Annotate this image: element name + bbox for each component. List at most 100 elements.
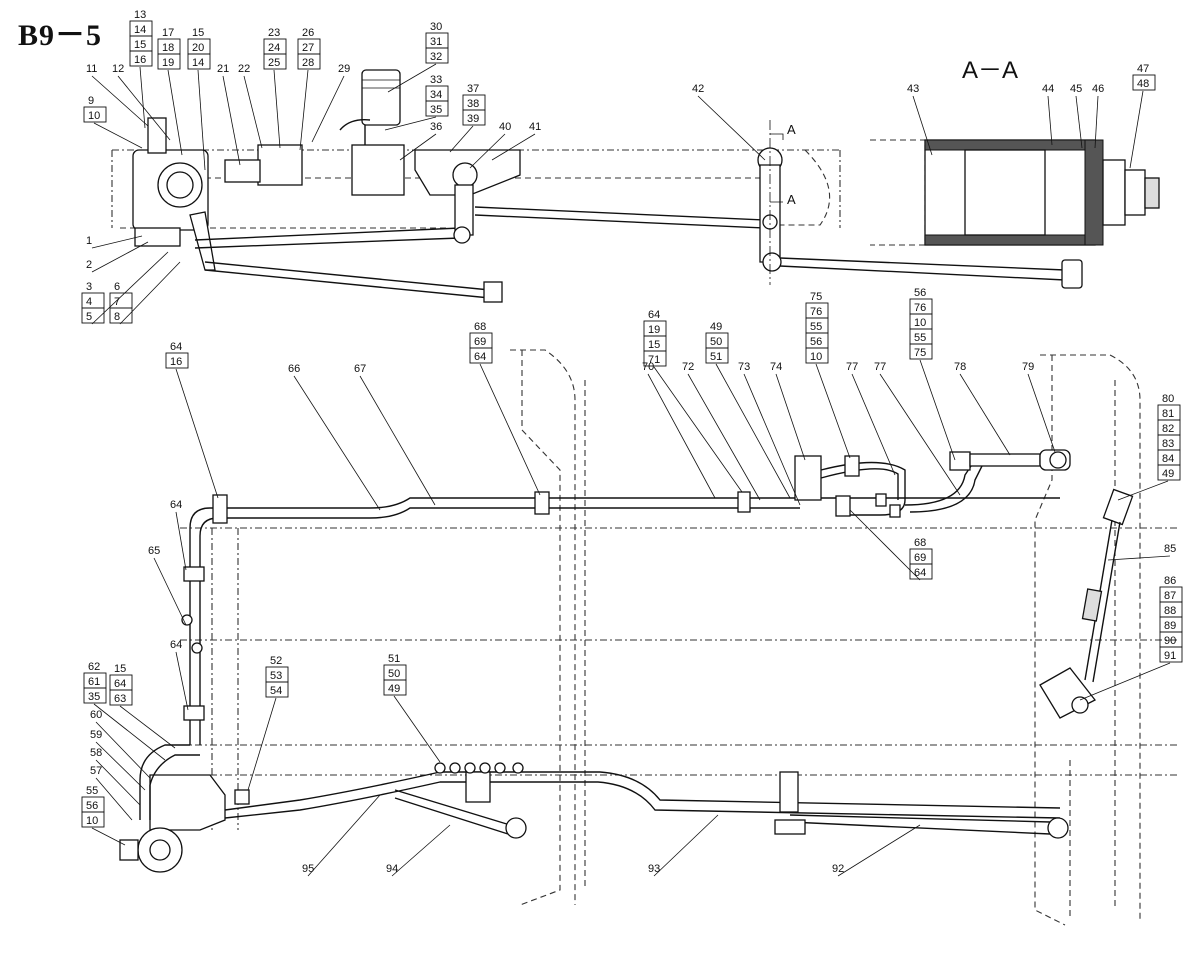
leader-line: [91, 75, 149, 127]
callout-number: 15: [648, 339, 660, 351]
callout-number: 51: [388, 653, 400, 665]
callout-29: 29: [311, 63, 350, 143]
leader-line: [815, 363, 851, 459]
callout-number: 33: [430, 74, 442, 86]
leader-line: [167, 69, 183, 156]
callout-number: 64: [474, 351, 486, 363]
leader-line: [95, 721, 151, 779]
callout-box: [187, 53, 211, 70]
callout-number: 55: [914, 332, 926, 344]
callout-number: 72: [682, 361, 694, 373]
callout-number: 2: [86, 259, 92, 271]
leader-line: [1129, 90, 1144, 169]
callout-12: 12: [112, 63, 171, 141]
leader-line: [387, 63, 437, 93]
callout-number: 19: [162, 57, 174, 69]
callout-number: 31: [430, 36, 442, 48]
callout-number: 71: [648, 354, 660, 366]
callout-number: 85: [1164, 543, 1176, 555]
leader-line: [399, 133, 437, 161]
callout-number: 29: [338, 63, 350, 75]
callout-number: 65: [148, 545, 160, 557]
callout-40: 40: [469, 121, 511, 169]
callout-number: 95: [302, 863, 314, 875]
callout-box: [909, 343, 933, 360]
callout-number: 48: [1137, 78, 1149, 90]
callout-number: 24: [268, 42, 280, 54]
callout-number: 80: [1162, 393, 1174, 405]
pump-bracket: [351, 144, 405, 196]
bolt-row: [434, 762, 524, 774]
callout-41: 41: [491, 121, 541, 161]
callout-box: [643, 350, 667, 367]
callout-number: 27: [302, 42, 314, 54]
callout-number: 69: [914, 552, 926, 564]
leader-line: [175, 651, 189, 711]
chassis-plan-view: [119, 349, 1180, 926]
callout-number: 64: [170, 639, 182, 651]
leader-line: [1027, 373, 1056, 453]
callout-number: 17: [162, 27, 174, 39]
callout-85: 85: [1107, 543, 1176, 561]
callout-number: 49: [388, 683, 400, 695]
callout-number: 10: [86, 815, 98, 827]
leader-line: [479, 363, 541, 496]
pitman-arm: [189, 211, 216, 271]
callout-number: 76: [914, 302, 926, 314]
leader-line: [197, 69, 206, 171]
leader-line: [293, 375, 381, 511]
leader-line: [91, 235, 143, 249]
upper-assembly-view: [111, 69, 1083, 303]
pipe-clamp: [212, 494, 228, 524]
callout-number: 43: [907, 83, 919, 95]
leader-line: [91, 241, 149, 273]
callout-77: 77: [846, 361, 896, 476]
leader-line: [912, 95, 933, 156]
callout-number: 42: [692, 83, 704, 95]
callout-box: [462, 109, 486, 126]
leader-line: [449, 125, 474, 153]
callout-number: 22: [238, 63, 250, 75]
callout-box: [81, 811, 105, 828]
hydraulic-pipe-pressure: [199, 507, 800, 745]
callout-box: [165, 352, 189, 369]
callout-number: 30: [430, 21, 442, 33]
callout-3-4-5: 345: [81, 251, 169, 325]
callout-number: 35: [430, 104, 442, 116]
callout-number: 64: [170, 341, 182, 353]
callout-number: 26: [302, 27, 314, 39]
leader-line: [359, 375, 436, 506]
callout-number: 6: [114, 281, 120, 293]
callout-number: 56: [914, 287, 926, 299]
callout-number: 14: [134, 24, 146, 36]
callout-number: 81: [1162, 408, 1174, 420]
oil-reservoir: [361, 69, 401, 126]
callout-number: 88: [1164, 605, 1176, 617]
callout-57: 57: [90, 765, 133, 821]
callout-number: 64: [648, 309, 660, 321]
callout-number: 46: [1092, 83, 1104, 95]
callout-box: [265, 681, 289, 698]
leader-line: [647, 373, 716, 499]
callout-43: 43: [907, 83, 933, 156]
callout-42: 42: [692, 83, 766, 161]
callout-box: [383, 679, 407, 696]
callout-58: 58: [90, 747, 141, 806]
leader-line: [95, 777, 133, 821]
leader-line: [919, 359, 956, 461]
leader-line: [849, 509, 921, 581]
callout-number: 64: [114, 678, 126, 690]
callout-number: 94: [386, 863, 398, 875]
callout-number: 9: [88, 95, 94, 107]
page-title: B9－5: [18, 19, 103, 52]
callout-number: 78: [954, 361, 966, 373]
callout-70: 70: [642, 361, 716, 499]
drag-link: [204, 261, 491, 291]
